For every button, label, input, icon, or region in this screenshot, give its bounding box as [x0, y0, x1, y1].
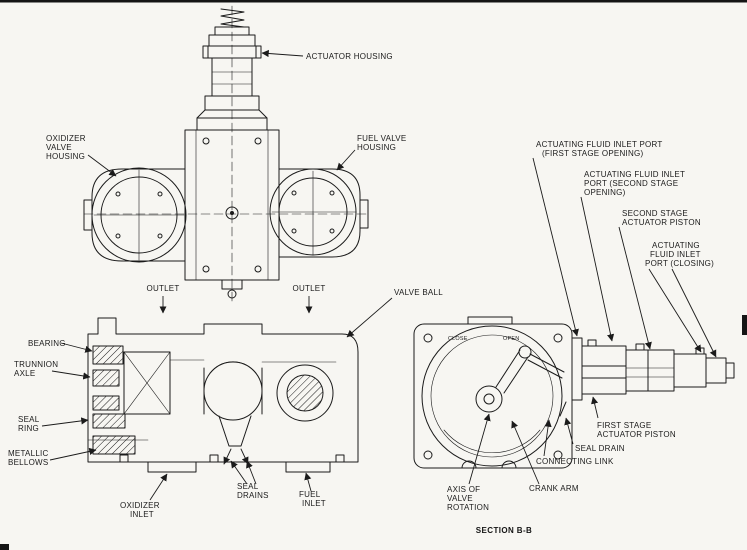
label-outlet-left: OUTLET	[146, 284, 179, 293]
label-trunnion-axle-1: TRUNNION	[14, 360, 58, 369]
label-fuel-valve-housing-2: HOUSING	[357, 143, 396, 152]
label-seal-drain: SEAL DRAIN	[575, 444, 625, 453]
label-fuel-inlet-2: INLET	[302, 499, 326, 508]
label-outlet-right: OUTLET	[292, 284, 325, 293]
label-actuator-housing: ACTUATOR HOUSING	[306, 52, 393, 61]
label-actuating-closing-2: FLUID INLET	[650, 250, 701, 259]
label-second-stage-piston-1: SECOND STAGE	[622, 209, 688, 218]
label-seal-ring-2: RING	[18, 424, 39, 433]
connecting-link-part	[527, 353, 565, 379]
labels: ACTUATOR HOUSING OXIDIZER VALVE HOUSING …	[8, 52, 714, 535]
label-fuel-inlet-1: FUEL	[299, 490, 321, 499]
label-oxidizer-valve-housing-2: VALVE	[46, 143, 72, 152]
label-actuating-second-stage-2: PORT (SECOND STAGE	[584, 179, 678, 188]
label-axis-of-rotation-3: ROTATION	[447, 503, 489, 512]
label-actuating-second-stage-1: ACTUATING FLUID INLET	[584, 170, 685, 179]
crank-arm-part	[495, 345, 532, 394]
label-actuating-first-stage-1: ACTUATING FLUID INLET PORT	[536, 140, 663, 149]
actuator-cylinders	[571, 337, 735, 401]
label-oxidizer-valve-housing-3: HOUSING	[46, 152, 85, 161]
label-trunnion-axle-2: AXLE	[14, 369, 35, 378]
bearing-stack-section	[92, 345, 171, 455]
label-oxidizer-valve-housing-1: OXIDIZER	[46, 134, 86, 143]
fuel-housing-front	[269, 168, 369, 258]
valve-balls-section	[203, 361, 334, 422]
seal-drain-funnel	[218, 415, 252, 465]
label-actuating-second-stage-3: OPENING)	[584, 188, 626, 197]
label-open-position: OPEN	[503, 336, 519, 342]
leader-lines	[41, 49, 717, 501]
label-seal-drains-1: SEAL	[237, 482, 259, 491]
label-seal-drains-2: DRAINS	[237, 491, 269, 500]
label-second-stage-piston-2: ACTUATOR PISTON	[622, 218, 701, 227]
label-bearing: BEARING	[28, 339, 66, 348]
label-axis-of-rotation-1: AXIS OF	[447, 485, 480, 494]
label-actuating-first-stage-2: (FIRST STAGE OPENING)	[542, 149, 643, 158]
label-actuating-closing-3: PORT (CLOSING)	[645, 259, 714, 268]
label-first-stage-piston-2: ACTUATOR PISTON	[597, 430, 676, 439]
oxidizer-housing-front	[83, 167, 187, 263]
label-actuating-closing-1: ACTUATING	[652, 241, 700, 250]
label-metallic-bellows-1: METALLIC	[8, 449, 49, 458]
label-seal-ring-1: SEAL	[18, 415, 40, 424]
label-metallic-bellows-2: BELLOWS	[8, 458, 48, 467]
label-oxidizer-inlet-1: OXIDIZER	[120, 501, 160, 510]
section-bb-drawing	[413, 316, 735, 469]
section-caption: SECTION B-B	[476, 526, 532, 535]
label-close-position: CLOSE	[448, 336, 468, 342]
label-oxidizer-inlet-2: INLET	[130, 510, 154, 519]
label-first-stage-piston-1: FIRST STAGE	[597, 421, 651, 430]
label-crank-arm: CRANK ARM	[529, 484, 579, 493]
cross-section-drawing	[87, 317, 359, 473]
label-fuel-valve-housing-1: FUEL VALVE	[357, 134, 406, 143]
valve-body-front	[184, 129, 280, 299]
label-valve-ball: VALVE BALL	[394, 288, 443, 297]
front-view-drawing	[83, 5, 369, 303]
label-axis-of-rotation-2: VALVE	[447, 494, 473, 503]
label-connecting-link: CONNECTING LINK	[536, 457, 614, 466]
